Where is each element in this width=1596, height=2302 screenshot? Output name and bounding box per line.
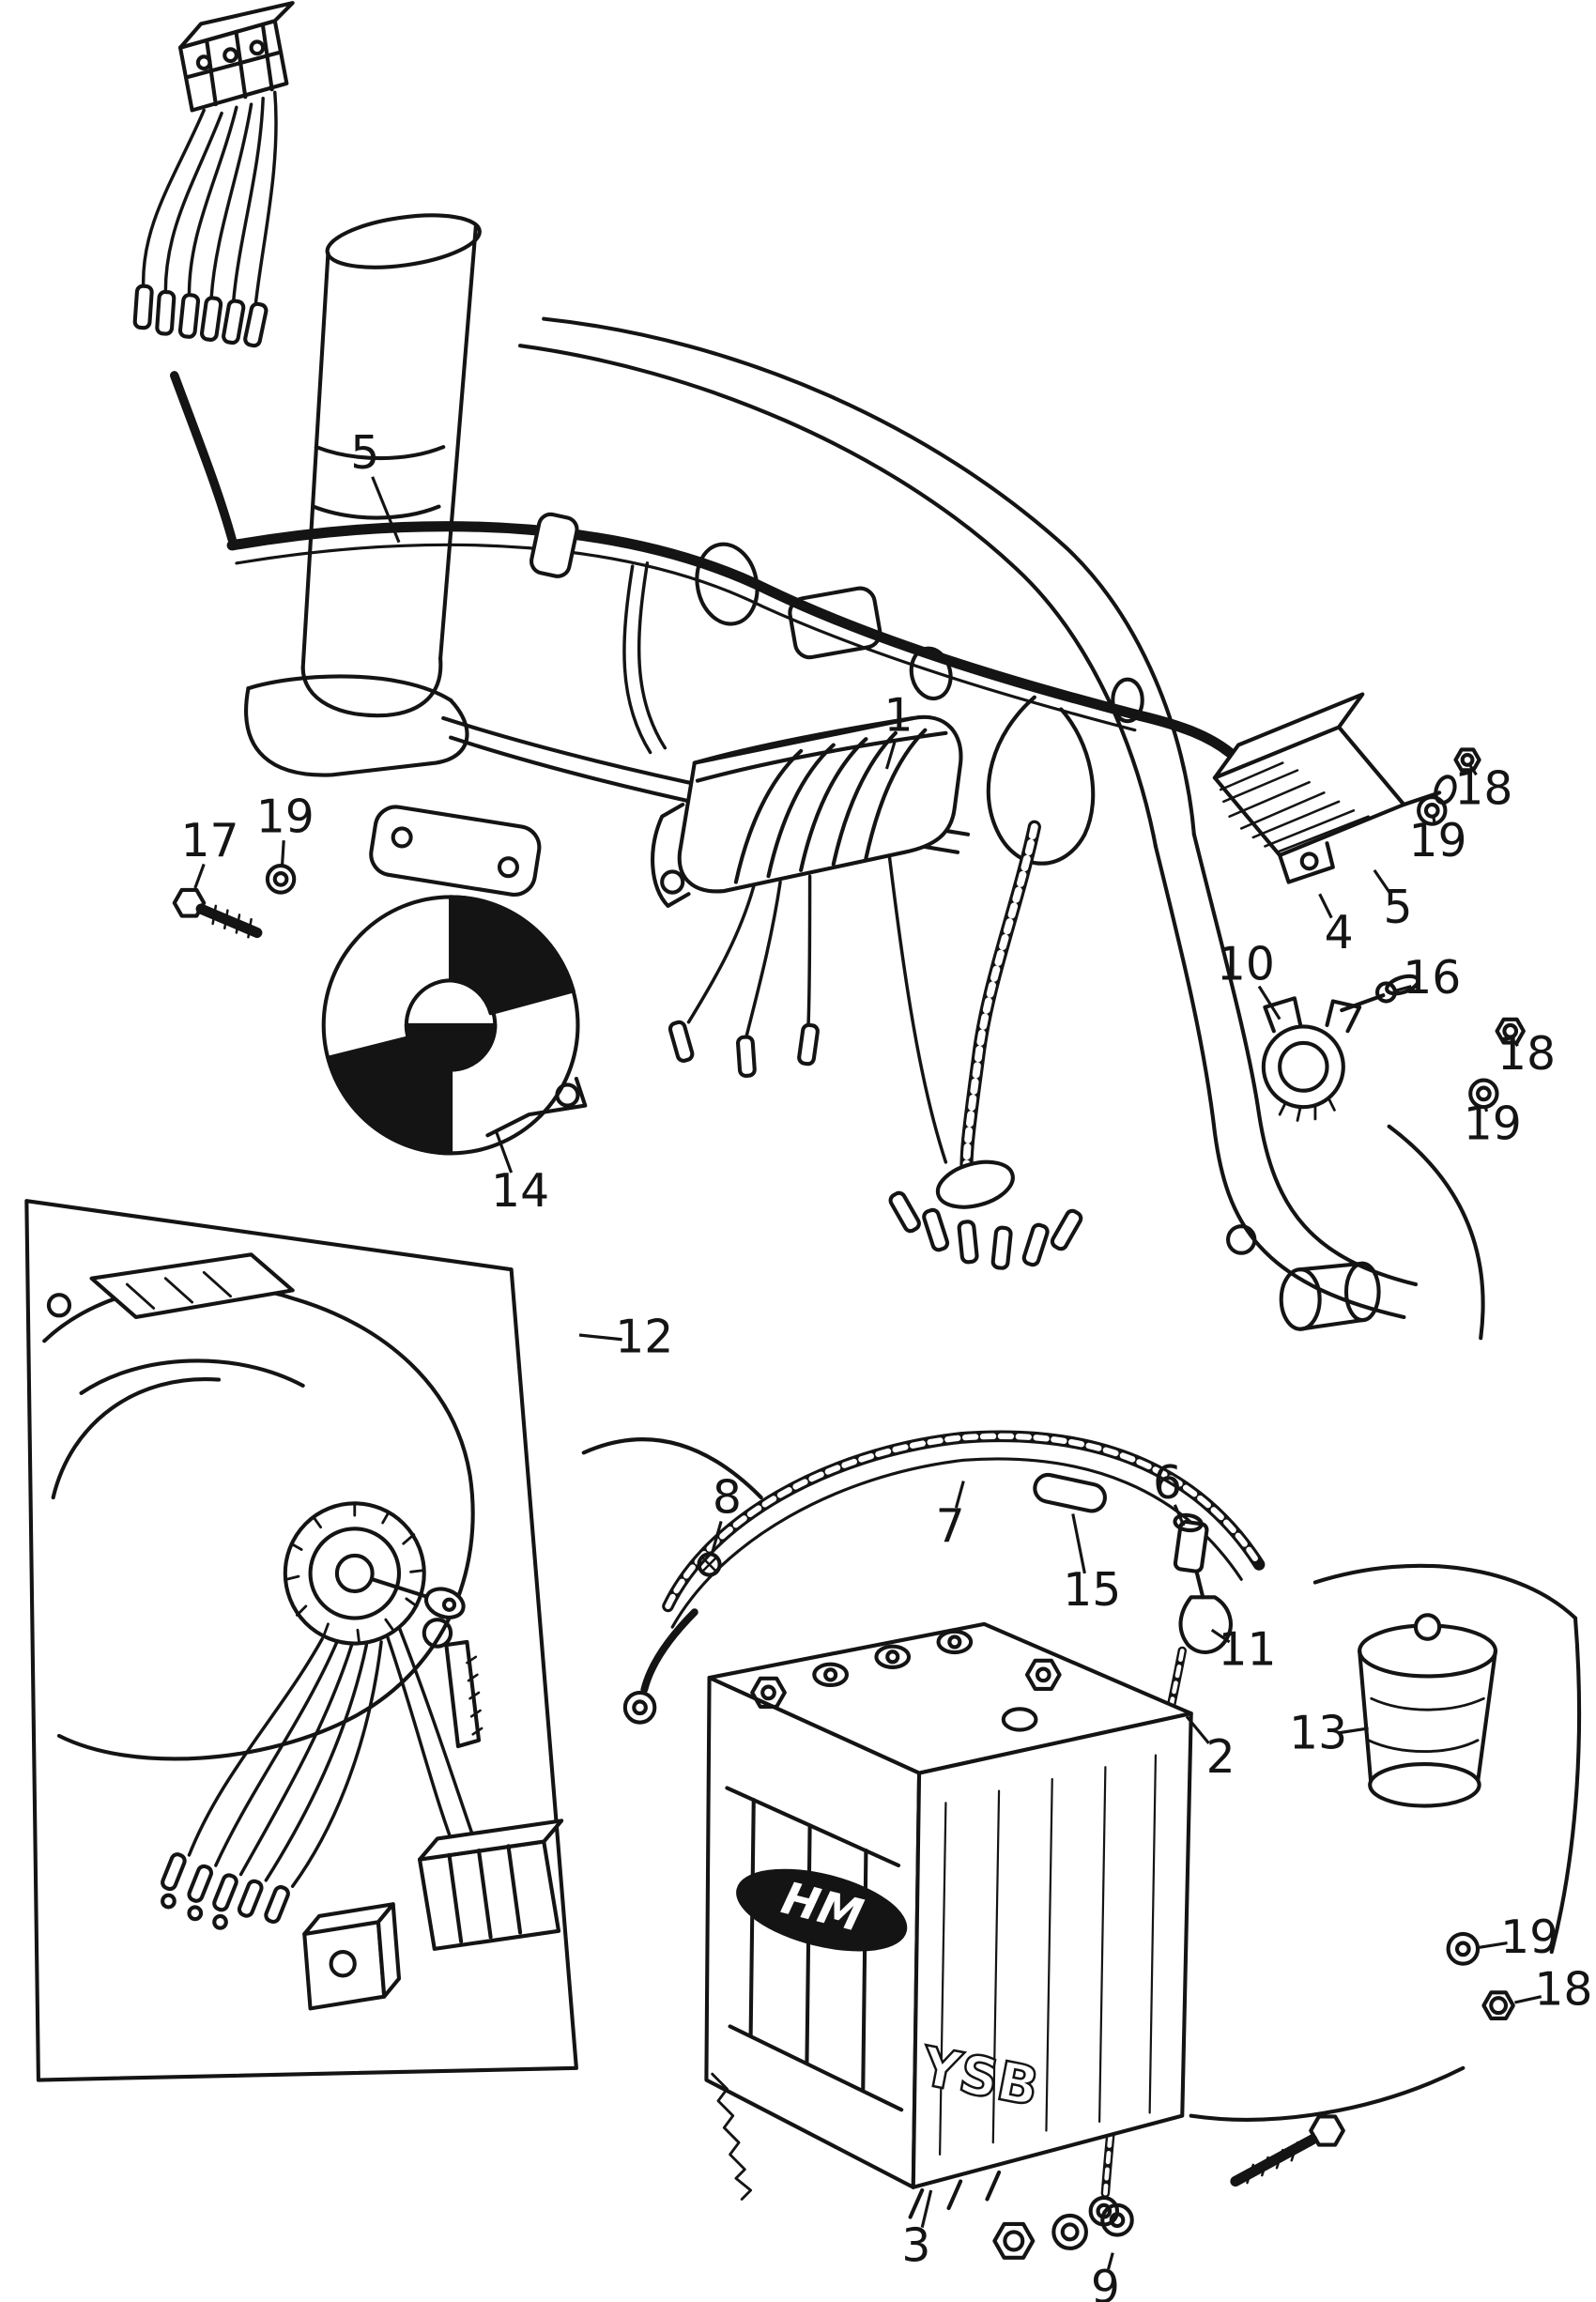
callout-leader-17 [193,863,206,889]
callout-leader-11 [1210,1628,1231,1644]
callout-label-7: 7 [936,1499,965,1553]
washer-19-mid [1468,1078,1499,1110]
spare-key [444,1639,482,1749]
callout-leader-7 [954,1481,965,1509]
callout-label-5: 5 [1384,881,1413,934]
callout-label-15: 15 [1063,1563,1121,1617]
wing-bolt-16 [1340,993,1386,1013]
callout-label-19: 19 [256,790,315,843]
washer-19-coil [1417,795,1448,826]
switch-wire-terminals [161,1852,290,1930]
rubber-mount-13 [1312,1563,1582,1955]
fastener-group-9 [992,2202,1134,2260]
nut-18-bottom [1481,1990,1515,2021]
callout-leader-16 [1394,985,1412,992]
harness-connector-block [177,1,295,113]
callout-leader-8 [711,1520,723,1554]
callout-leader-5 [371,476,401,544]
callout-label-12: 12 [615,1310,673,1363]
callout-label-16: 16 [1403,951,1461,1005]
frame-roller [1279,1261,1381,1331]
callout-label-17: 17 [180,814,238,867]
bolt-17 [172,887,263,939]
callout-label-14: 14 [491,1164,549,1218]
bullet-terminals-top [132,284,269,545]
callout-label-13: 13 [1289,1706,1347,1759]
battery-lead-8 [640,1608,698,1694]
battery-logo-badge [736,1868,908,1952]
canister-6 [1173,1519,1209,1573]
callout-label-9: 9 [1091,2261,1120,2302]
callout-label-8: 8 [713,1471,742,1525]
callout-label-1: 1 [884,688,913,742]
callout-leader-19 [281,840,285,865]
terminal-boot-11 [1178,1595,1233,1654]
callout-leader-2 [1185,1715,1210,1744]
callout-label-4: 4 [1325,906,1354,959]
bolt-bottom-right [1189,2065,1466,2187]
callout-label-11: 11 [1218,1622,1276,1676]
callout-leader-6 [1173,1504,1186,1527]
callout-leader-18 [1514,1995,1542,2004]
ignition-switch [283,1501,483,1749]
clamp-10 [1261,974,1420,1122]
callout-label-18: 18 [1497,1027,1556,1081]
callout-leader-3 [920,2189,933,2229]
callout-leader-19 [1483,1105,1489,1113]
callout-label-18: 18 [1534,1962,1592,2016]
callout-leader-15 [1071,1513,1086,1574]
callout-leader-19 [1432,816,1436,826]
harness-top-wires [141,90,278,306]
callout-label-10: 10 [1217,937,1275,990]
callout-leader-4 [1318,893,1333,919]
key-ring [422,1618,453,1649]
callout-leader-18 [1513,1040,1519,1047]
callout-leader-10 [1257,985,1281,1021]
ignition-coil [1212,692,1481,884]
callout-label-19: 19 [1464,1097,1522,1150]
callout-label-18: 18 [1454,761,1512,815]
battery [704,1621,1193,2219]
callout-leader-13 [1338,1726,1369,1735]
callout-leader-9 [1107,2252,1114,2270]
switch-connector-block [417,1819,564,1951]
callout-leader-5 [1373,868,1392,896]
callout-label-3: 3 [901,2218,930,2272]
callout-label-19: 19 [1500,1911,1558,1964]
callout-leader-1 [884,738,898,770]
washer-19-left [265,864,297,895]
switch-wires [187,1625,478,1888]
inset-panel [24,1199,578,2082]
washer-19-bottom [1446,1931,1481,1966]
callout-label-19: 19 [1409,814,1467,867]
callout-label-6: 6 [1153,1456,1182,1510]
main-harness-center [888,820,1083,1270]
callout-leader-14 [495,1131,514,1174]
fuse-holder-15 [1033,1472,1107,1513]
main-harness-top [226,512,1235,1164]
callout-label-5: 5 [350,426,379,480]
horn [321,805,588,1156]
callout-label-2: 2 [1206,1730,1235,1784]
callout-leader-12 [578,1333,622,1342]
steering-column [244,213,482,777]
callout-leader-19 [1479,1941,1508,1949]
callout-leader-18 [1468,764,1478,776]
small-cube-part [302,1902,402,2011]
